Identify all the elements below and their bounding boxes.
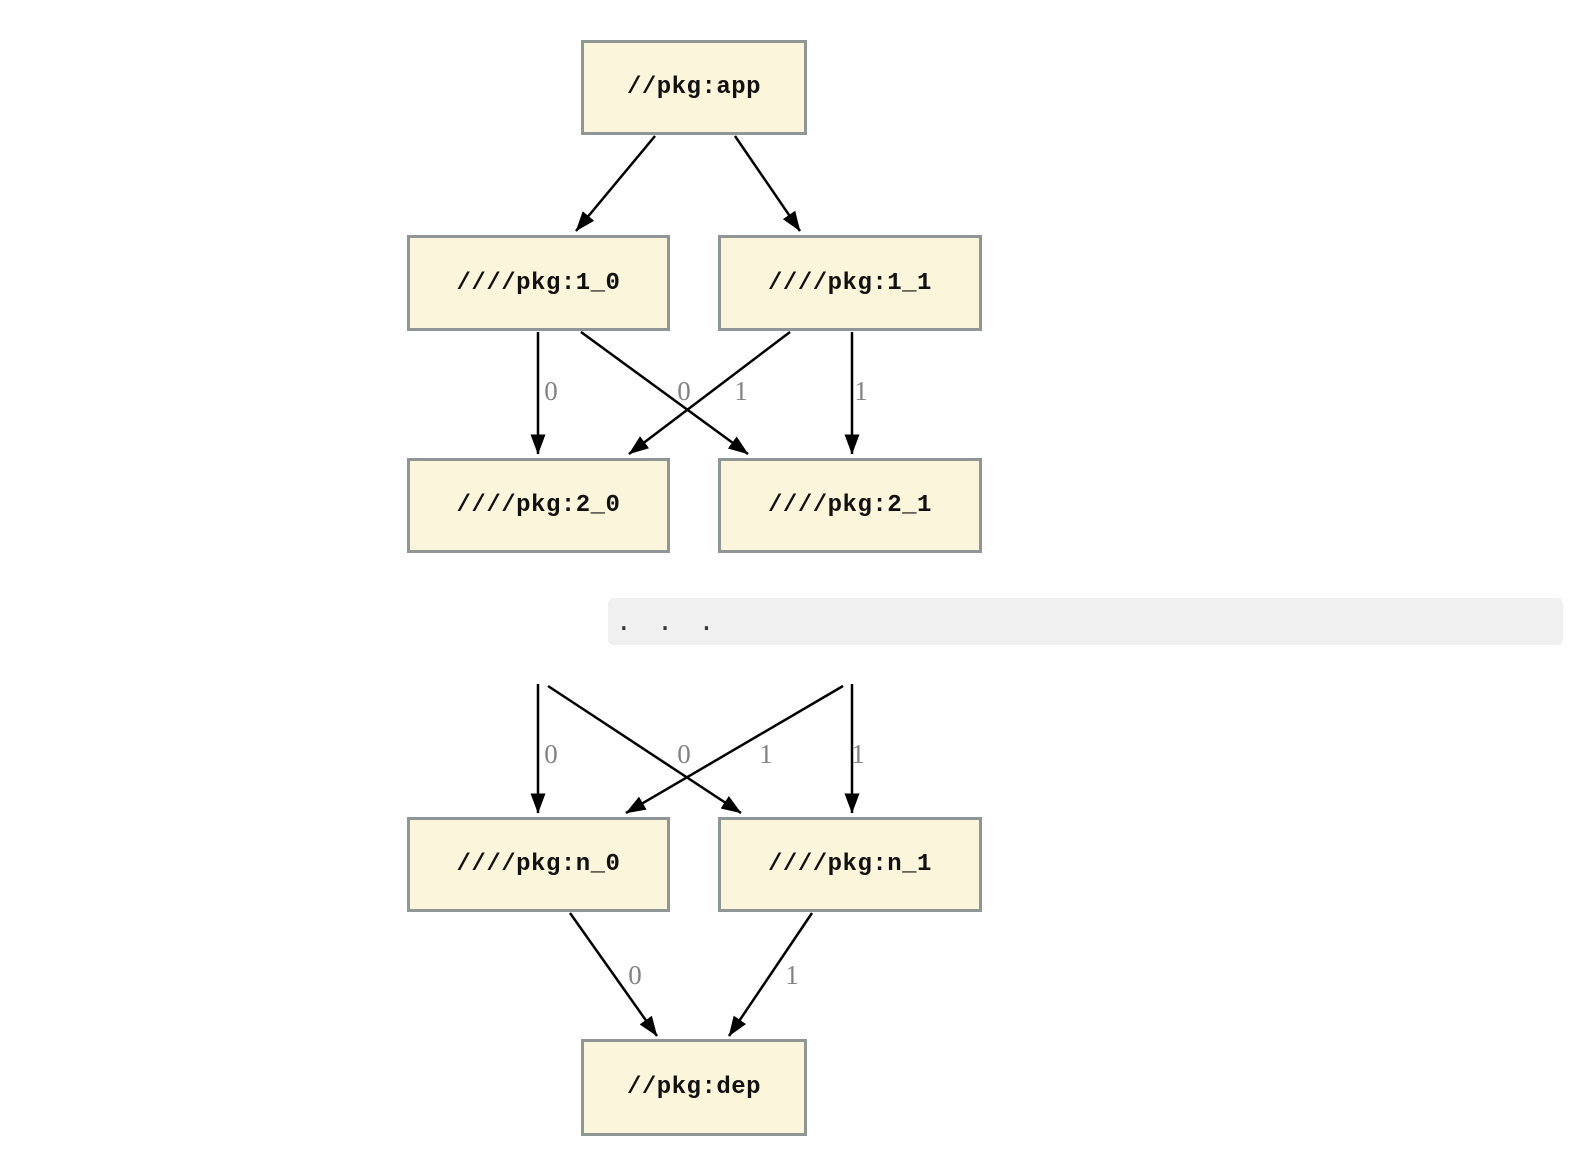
graph-node-pkgn_1: ////pkg:n_1 [718,817,982,912]
edge-pkg1_0-to-pkg2_1 [580,330,749,456]
edge-label-pkgn_1-to-dep: 1 [785,960,799,990]
graph-node-pkg2_1: ////pkg:2_1 [718,458,982,553]
edge-elided-right-to-pkgn_0 [625,684,844,815]
edge-pkgn_0-to-dep [568,912,659,1037]
edge-pkgn_1-to-dep [727,912,814,1037]
edge-elided-left-to-pkgn_1 [547,684,742,815]
graph-node-dep: //pkg:dep [581,1039,807,1136]
edge-label-pkgn_0-to-dep: 0 [628,960,642,990]
edge-label-pkg1_1-to-pkg2_1: 1 [854,376,868,406]
edge-app-to-pkg1_1 [733,135,802,232]
edge-app-to-pkg1_0 [575,135,656,232]
graph-node-pkg2_0: ////pkg:2_0 [407,458,670,553]
graph-node-pkgn_0: ////pkg:n_0 [407,817,670,912]
graph-node-app: //pkg:app [581,40,807,135]
edge-pkg1_1-to-pkg2_0 [628,331,791,455]
edge-label-pkg1_0-to-pkg2_0: 0 [544,376,558,406]
edge-label-elided-right-to-pkgn_1: 1 [851,739,865,769]
edge-label-elided-left-to-pkgn_1: 1 [759,739,773,769]
edge-label-pkg1_1-to-pkg2_0: 0 [677,376,691,406]
elision-dots-text: . . . [616,606,720,637]
edge-label-elided-right-to-pkgn_0: 0 [677,739,691,769]
edge-label-pkg1_0-to-pkg2_1: 1 [734,376,748,406]
edge-label-elided-left-to-pkgn_0: 0 [544,739,558,769]
elision-code-block: . . . [608,598,1563,645]
graph-node-pkg1_1: ////pkg:1_1 [718,235,982,331]
graph-node-pkg1_0: ////pkg:1_0 [407,235,670,331]
